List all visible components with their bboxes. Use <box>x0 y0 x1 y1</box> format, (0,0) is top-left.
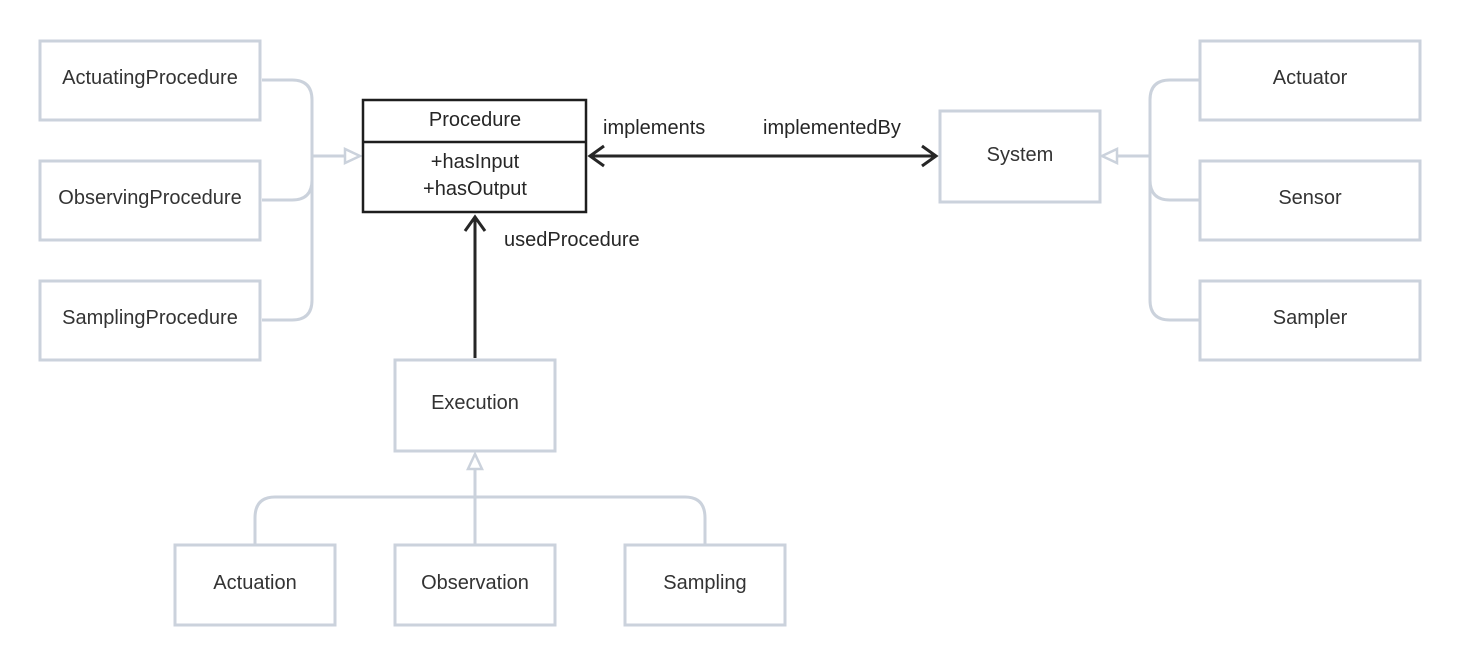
generalization-arrowhead-procedure <box>343 147 363 165</box>
connector-sampling-procedure <box>262 156 314 322</box>
connector-sampler <box>1148 156 1200 322</box>
class-actuator: Actuator <box>1198 39 1422 122</box>
label-implemented-by: implementedBy <box>763 117 901 139</box>
class-name: Observation <box>421 572 529 594</box>
label-used-procedure: usedProcedure <box>504 229 640 251</box>
arrowhead-to-procedure <box>587 144 605 168</box>
connector-actuator <box>1117 78 1200 158</box>
class-sensor: Sensor <box>1198 159 1422 242</box>
class-name: System <box>987 144 1054 166</box>
attribute-has-input: +hasInput <box>431 151 520 173</box>
connector-sensor <box>1148 156 1200 202</box>
class-system: System <box>938 109 1102 204</box>
class-actuating-procedure: ActuatingProcedure <box>38 39 262 122</box>
class-name: SamplingProcedure <box>62 307 238 329</box>
class-name: Actuation <box>213 572 296 594</box>
class-procedure: Procedure +hasInput +hasOutput <box>361 98 588 214</box>
class-name: ObservingProcedure <box>58 187 241 209</box>
implements-association <box>587 144 939 168</box>
class-name: Actuator <box>1273 67 1348 89</box>
class-name: Sensor <box>1278 187 1342 209</box>
attribute-has-output: +hasOutput <box>423 178 527 200</box>
class-actuation: Actuation <box>173 543 337 627</box>
generalization-arrowhead-system <box>1099 147 1119 165</box>
procedure-generalization-connectors <box>262 78 363 322</box>
system-generalization-connectors <box>1099 78 1200 322</box>
arrowhead-to-system <box>921 144 939 168</box>
connector-observing-procedure <box>262 156 314 202</box>
class-sampler: Sampler <box>1198 279 1422 362</box>
class-observing-procedure: ObservingProcedure <box>38 159 262 242</box>
label-implements: implements <box>603 117 705 139</box>
connector-actuating-procedure <box>262 78 345 158</box>
used-procedure-association <box>463 214 487 358</box>
class-name: Sampling <box>663 572 746 594</box>
class-observation: Observation <box>393 543 557 627</box>
execution-generalization-connectors <box>253 451 707 545</box>
arrowhead-used-procedure <box>463 214 487 232</box>
class-name: Sampler <box>1273 307 1348 329</box>
connector-actuation <box>253 469 477 545</box>
class-sampling: Sampling <box>623 543 787 627</box>
class-sampling-procedure: SamplingProcedure <box>38 279 262 362</box>
connector-sampling <box>475 495 707 545</box>
class-name: Execution <box>431 392 519 414</box>
class-name: Procedure <box>429 109 521 131</box>
class-name: ActuatingProcedure <box>62 67 238 89</box>
class-execution: Execution <box>393 358 557 453</box>
generalization-arrowhead-execution <box>466 451 484 471</box>
